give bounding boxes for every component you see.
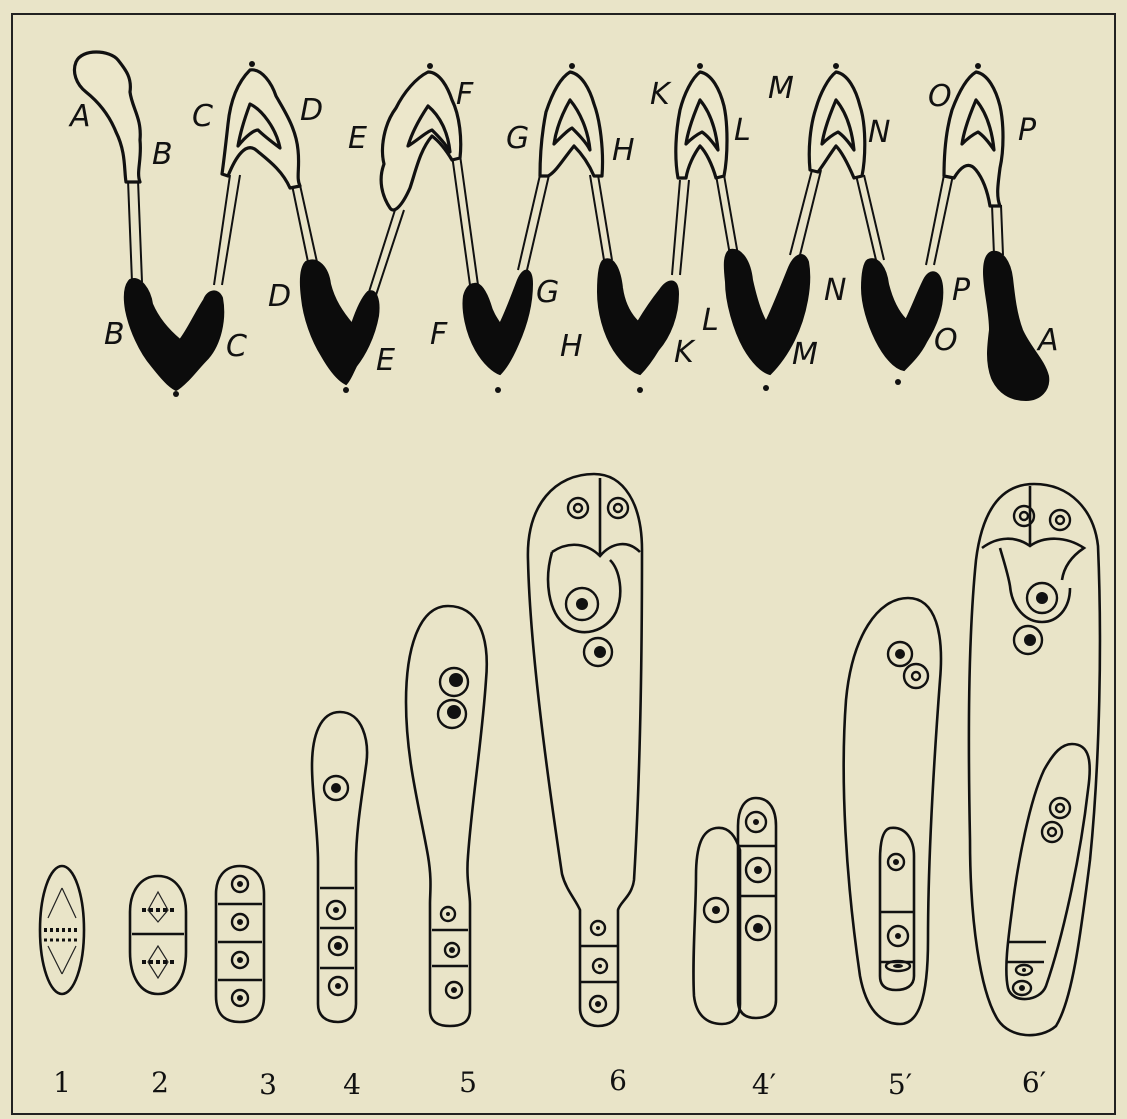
upper-lobes (74, 52, 1003, 210)
label-e-top: E (348, 121, 367, 156)
label-d-bottom: D (268, 279, 291, 314)
stage-label-4-prime: 4′ (752, 1068, 776, 1101)
label-o-top: O (928, 79, 952, 114)
stage-1-cell (40, 866, 84, 994)
stage-label-5: 5 (459, 1066, 477, 1099)
stage-3-cell (216, 866, 264, 1022)
stage-5-prime-cell (844, 598, 941, 1024)
label-h-top: H (612, 133, 635, 168)
label-d-top: D (300, 93, 323, 128)
label-l-top: L (734, 113, 751, 148)
label-n-top: N (868, 115, 890, 150)
stage-label-6: 6 (609, 1064, 627, 1097)
lower-lobes (125, 250, 1048, 400)
zigzag-diagram: A B C D E F G H K L M N O P A B C D E F … (68, 52, 1059, 400)
label-k-bottom: K (674, 335, 696, 370)
label-p-bottom: P (952, 273, 971, 308)
label-m-bottom: M (792, 337, 818, 372)
stage-4-cell (312, 712, 367, 1022)
stage-2-cell (130, 876, 186, 994)
label-b-bottom: B (104, 317, 125, 352)
stage-label-1: 1 (53, 1066, 71, 1099)
label-o-bottom: O (934, 323, 958, 358)
label-c-top: C (192, 99, 213, 134)
label-l-bottom: L (702, 303, 719, 338)
stage-6-prime-cell (969, 484, 1100, 1035)
label-b-top: B (152, 137, 173, 172)
stage-label-5-prime: 5′ (888, 1068, 912, 1101)
label-c-bottom: C (226, 329, 247, 364)
stages: 1 2 3 4 5 6 4′ 5′ 6′ (40, 474, 1100, 1101)
label-f-bottom: F (430, 317, 448, 352)
stage-6-cell (528, 474, 642, 1026)
stage-label-3: 3 (259, 1068, 277, 1101)
label-m-top: M (768, 71, 794, 106)
label-a-bottom: A (1036, 323, 1059, 358)
label-a-top: A (68, 99, 91, 134)
label-e-bottom: E (376, 343, 395, 378)
plate-border (12, 14, 1115, 1114)
label-p-top: P (1018, 113, 1037, 148)
stage-5-cell (406, 606, 487, 1026)
stage-labels: 1 2 3 4 5 6 4′ 5′ 6′ (53, 1064, 1046, 1101)
label-n-bottom: N (824, 273, 846, 308)
label-g-bottom: G (536, 275, 559, 310)
label-h-bottom: H (560, 329, 583, 364)
label-g-top: G (506, 121, 529, 156)
label-k-top: K (650, 77, 672, 112)
stage-4-prime-cell (693, 798, 776, 1024)
stage-label-4: 4 (343, 1068, 361, 1101)
stage-label-2: 2 (151, 1066, 169, 1099)
stage-label-6-prime: 6′ (1022, 1066, 1046, 1099)
label-f-top: F (456, 77, 474, 112)
